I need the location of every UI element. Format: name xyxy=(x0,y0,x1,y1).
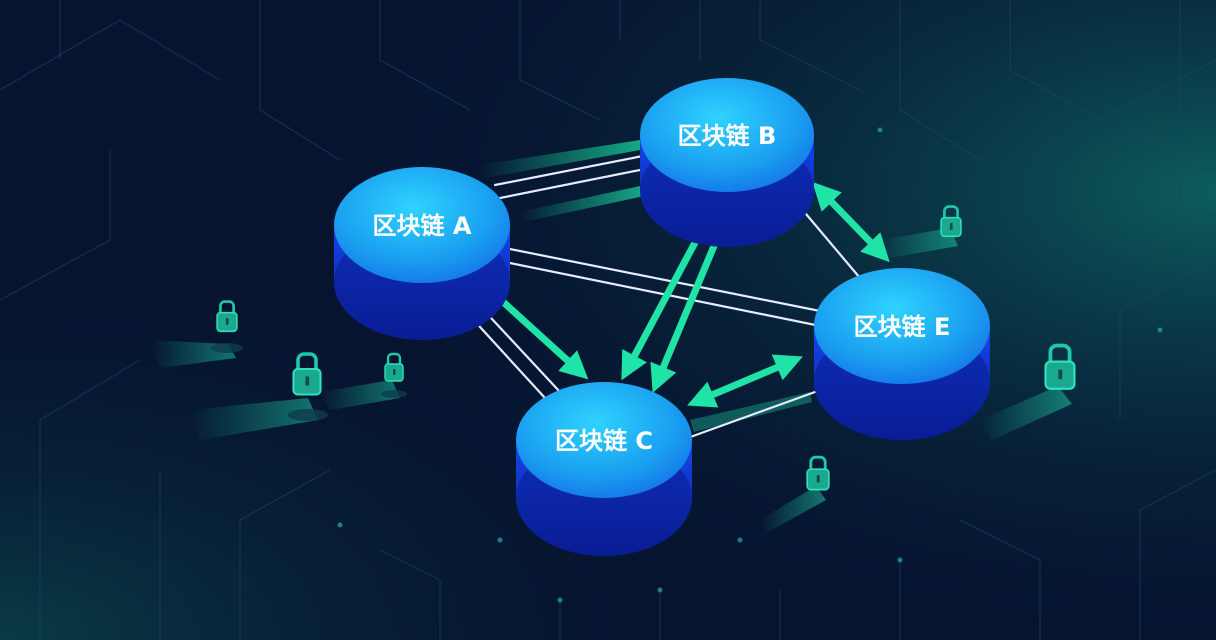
arrow-b-e-bidirectional xyxy=(812,181,890,263)
lock-icon xyxy=(980,346,1074,440)
lock-icon xyxy=(150,300,243,368)
node-label: 区块链 E xyxy=(854,313,951,341)
arrows xyxy=(487,181,890,408)
arrow-b-to-c-2 xyxy=(650,220,728,393)
security-locks xyxy=(150,205,1074,532)
node-blockchain-a: 区块链 A xyxy=(334,167,510,340)
node-label: 区块链 C xyxy=(555,427,653,455)
node-label: 区块链 A xyxy=(373,212,472,240)
lock-icon xyxy=(880,205,962,258)
node-label: 区块链 B xyxy=(678,122,777,150)
node-blockchain-c: 区块链 C xyxy=(516,382,692,556)
lock-icon xyxy=(760,455,830,532)
arrow-a-to-c xyxy=(487,287,589,380)
lock-icon xyxy=(320,352,407,410)
circuit-dots xyxy=(337,127,1163,603)
node-blockchain-b: 区块链 B xyxy=(640,78,814,247)
edge-a-b xyxy=(493,153,652,200)
lock-icon xyxy=(190,352,328,440)
arrow-c-e-bidirectional xyxy=(687,354,803,408)
arrow-b-to-c-1 xyxy=(621,220,710,381)
node-blockchain-e: 区块链 E xyxy=(814,268,990,440)
